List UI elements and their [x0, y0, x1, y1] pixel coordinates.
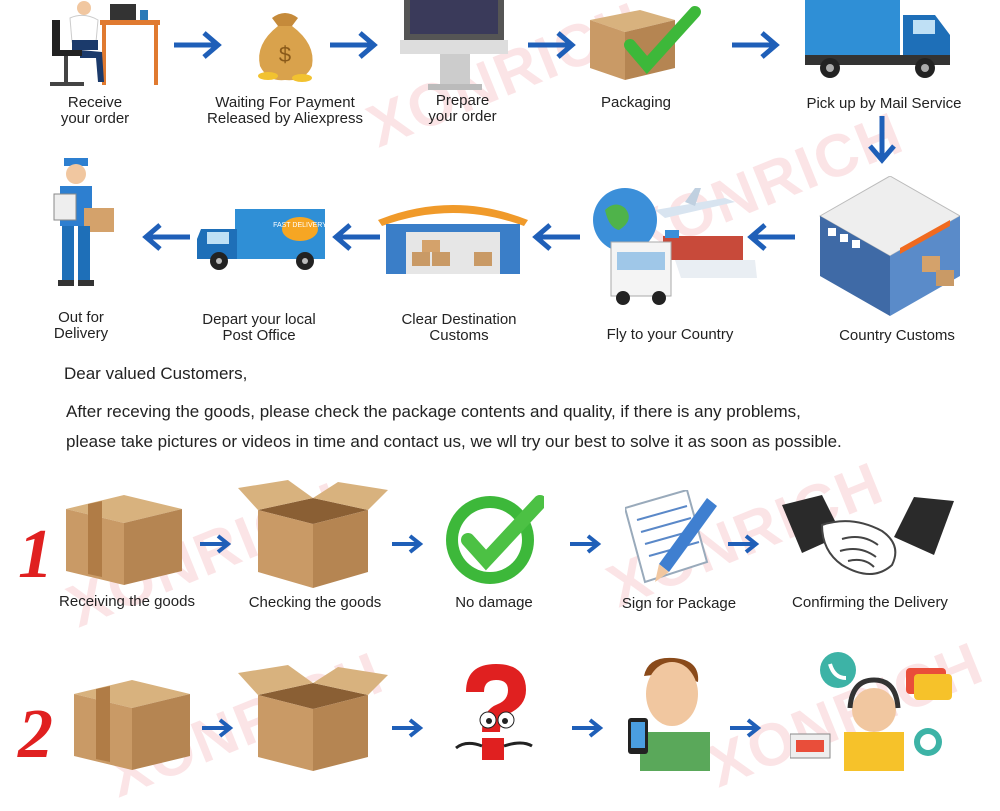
- green-check-icon: [446, 495, 544, 584]
- step-caption: Packaging: [600, 94, 672, 111]
- svg-text:$: $: [279, 42, 291, 67]
- step-caption: Confirming the Delivery: [792, 594, 948, 611]
- handshake-icon: [782, 495, 954, 575]
- arrow-right-icon: [202, 718, 234, 738]
- arrow-left-icon: [532, 223, 580, 251]
- delivery-van-icon: FAST DELIVERY: [197, 209, 327, 270]
- money-bag-icon: $: [258, 13, 313, 82]
- arrow-right-icon: [174, 31, 222, 59]
- closed-box-icon: [74, 680, 190, 770]
- arrow-left-icon: [142, 223, 190, 251]
- step-caption: Pick up by Mail Service: [806, 95, 962, 112]
- arrow-left-icon: [332, 223, 380, 251]
- step-caption: No damage: [455, 594, 533, 611]
- arrow-right-icon: [570, 534, 602, 554]
- arrow-right-icon: [392, 534, 424, 554]
- closed-box-icon: [66, 495, 182, 585]
- arrow-left-icon: [747, 223, 795, 251]
- arrow-right-icon: [528, 31, 576, 59]
- message-line: After receving the goods, please check t…: [66, 402, 801, 421]
- step-caption: Country Customs: [839, 327, 955, 344]
- arrow-right-icon: [392, 718, 424, 738]
- delivery-truck-icon: [805, 0, 950, 78]
- arrow-right-icon: [572, 718, 604, 738]
- customs-building-icon: [818, 176, 960, 316]
- step-number: 1: [18, 516, 53, 593]
- arrow-right-icon: [732, 31, 780, 59]
- truck-sign: FAST DELIVERY: [273, 222, 327, 229]
- step-caption: Checking the goods: [248, 594, 382, 611]
- courier-icon: [53, 158, 114, 286]
- arrow-right-icon: [728, 534, 760, 554]
- person-phone-icon: [628, 657, 710, 771]
- document-pen-icon: [625, 490, 717, 584]
- step-caption: Sign for Package: [621, 595, 737, 612]
- step-number: 2: [18, 696, 53, 773]
- box-check-icon: [590, 6, 701, 80]
- arrow-right-icon: [200, 534, 232, 554]
- step-caption: Fly to your Country: [606, 326, 734, 343]
- message-line: please take pictures or videos in time a…: [66, 432, 842, 451]
- arrow-right-icon: [330, 31, 378, 59]
- greeting-text: Dear valued Customers,: [64, 364, 248, 383]
- open-box-icon: [238, 665, 388, 771]
- customer-support-icon: [790, 652, 952, 771]
- global-shipping-icon: [593, 188, 757, 305]
- open-box-icon: [238, 480, 388, 588]
- computer-icon: [400, 0, 508, 90]
- arrow-right-icon: [730, 718, 762, 738]
- warehouse-icon: [378, 205, 528, 274]
- arrow-down-icon: [868, 116, 896, 164]
- step-caption: Receiving the goods: [59, 593, 195, 610]
- office-worker-icon: [50, 1, 160, 86]
- question-mark-icon: [455, 664, 533, 760]
